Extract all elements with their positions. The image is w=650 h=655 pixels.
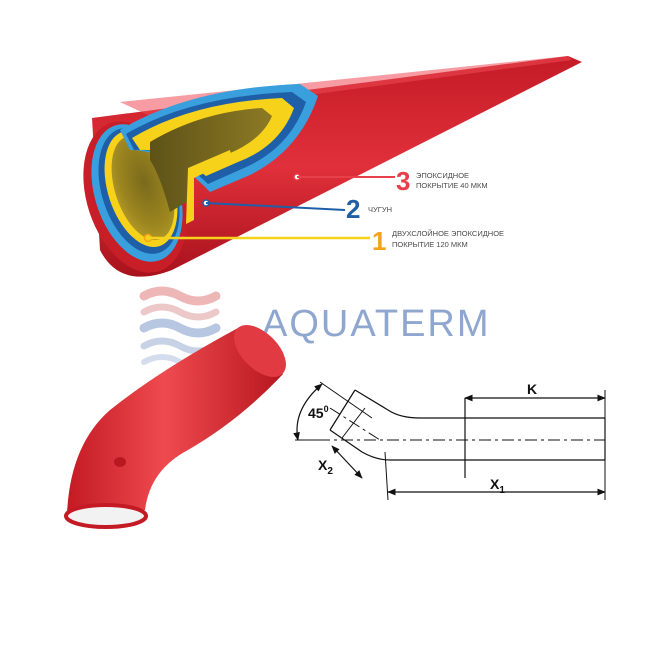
angle-label: 450: [308, 404, 329, 421]
brand-name: AQUATERM: [262, 303, 491, 345]
pipe-cutaway: [83, 56, 582, 277]
cast-mark-icon: [114, 457, 126, 467]
layer-label-2: 2 ЧУГУН: [346, 194, 392, 224]
layer-text-1-line1: ДВУХСЛОЙНОЕ ЭПОКСИДНОЕ: [392, 229, 504, 238]
layer-number-2: 2: [346, 194, 360, 224]
layer-number-1: 1: [372, 226, 386, 256]
dim-x2-label: X2: [318, 457, 333, 477]
layer-label-3: 3 ЭПОКСИДНОЕ ПОКРЫТИЕ 40 МКМ: [396, 166, 488, 196]
layer-number-3: 3: [396, 166, 410, 196]
technical-drawing: [293, 381, 606, 501]
layer-text-1-line2: ПОКРЫТИЕ 120 МКМ: [392, 240, 468, 249]
aquaterm-logo: AQUATERM: [139, 286, 491, 370]
layer-text-2-line1: ЧУГУН: [368, 205, 392, 214]
elbow-fitting: [64, 325, 286, 529]
layer-label-1: 1 ДВУХСЛОЙНОЕ ЭПОКСИДНОЕ ПОКРЫТИЕ 120 МК…: [372, 226, 504, 256]
dim-k-label: K: [527, 381, 537, 397]
layer-text-3-line2: ПОКРЫТИЕ 40 МКМ: [416, 181, 488, 190]
callout-lines: [143, 173, 395, 243]
layer-text-3-line1: ЭПОКСИДНОЕ: [416, 171, 469, 180]
dim-x1-label: X1: [490, 476, 505, 496]
